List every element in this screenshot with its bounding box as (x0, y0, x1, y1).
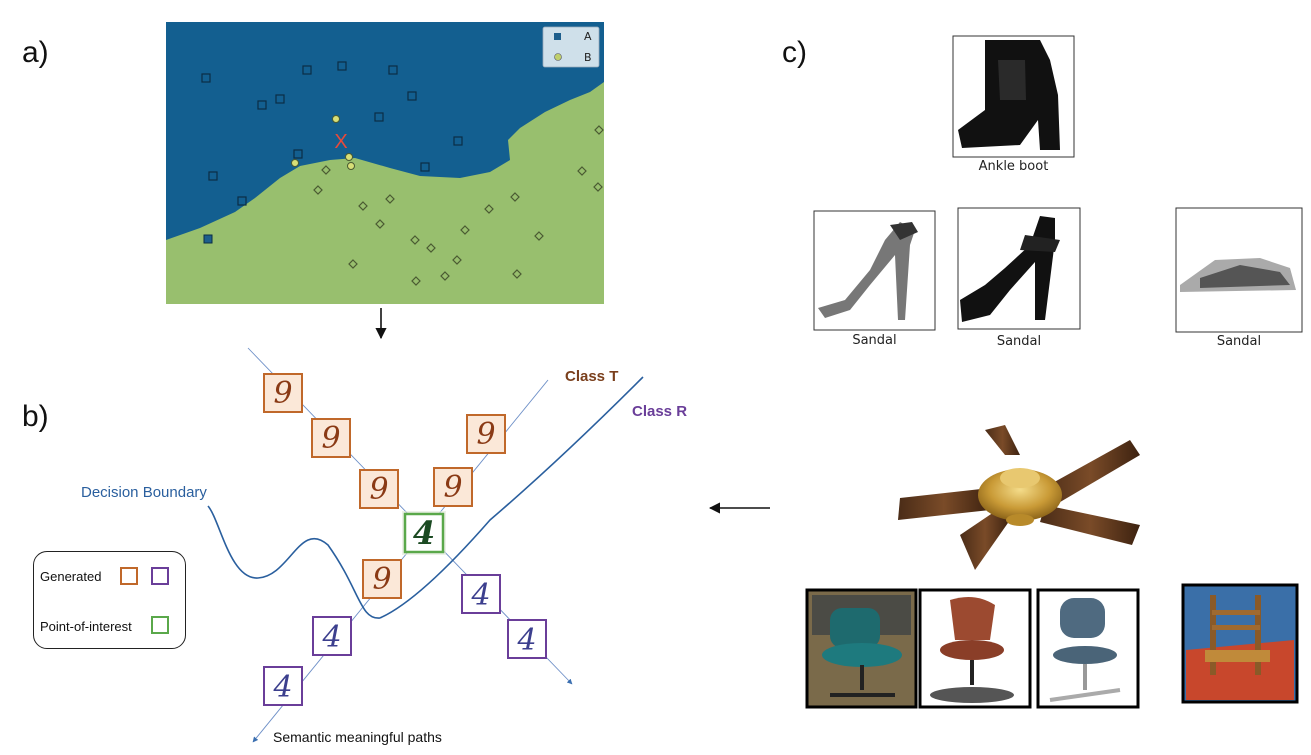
scatter-plot: X A B (166, 22, 604, 304)
generated-t-box: 9 (362, 559, 402, 599)
svg-text:9: 9 (273, 376, 292, 411)
svg-text:9: 9 (321, 421, 340, 456)
point-a (337, 61, 347, 71)
legend-generated-t-square (120, 567, 138, 585)
diagram-legend: Generated Point-of-interest (33, 551, 186, 649)
class-t-label: Class T (565, 368, 618, 385)
generated-r-box: 4 (461, 574, 501, 614)
sandal-image-2 (957, 207, 1081, 330)
sandal-label-3: Sandal (1216, 334, 1262, 349)
point-a (302, 65, 312, 75)
generated-t-box: 9 (311, 418, 351, 458)
semantic-paths-label: Semantic meaningful paths (273, 729, 442, 745)
legend-poi-square (151, 616, 169, 634)
legend-square-a (554, 33, 561, 40)
point-a (420, 162, 430, 172)
point-a (208, 171, 218, 181)
marker-x: X (334, 131, 347, 153)
legend-generated-label: Generated (40, 569, 102, 584)
class-a-points (201, 61, 463, 206)
legend-label-b: B (584, 51, 592, 64)
chair-image-4 (1181, 583, 1299, 704)
sandal-image-3 (1175, 207, 1303, 333)
generated-t-box: 9 (466, 414, 506, 454)
chair-image-3 (1036, 588, 1140, 709)
sandal-label-1: Sandal (852, 333, 897, 348)
legend-circle-b (554, 53, 562, 61)
point-a (275, 94, 285, 104)
class-r-label: Class R (632, 403, 687, 420)
point-a (407, 91, 417, 101)
panel-label-b: b) (22, 400, 49, 433)
generated-t-box: 9 (359, 469, 399, 509)
fashion-thumbnails (813, 35, 1303, 333)
ceiling-fan-image (898, 425, 1140, 570)
sandal-label-2: Sandal (996, 334, 1042, 349)
legend-generated-r-square (151, 567, 169, 585)
generated-t-box: 9 (263, 373, 303, 413)
generated-r-box: 4 (312, 616, 352, 656)
generated-r-box: 4 (263, 666, 303, 706)
ankle-boot-label: Ankle boot (978, 159, 1049, 174)
point-a-filled (203, 234, 213, 244)
chair-image-1 (805, 588, 918, 709)
decision-boundary-label: Decision Boundary (81, 484, 207, 501)
diagram-b: 9 9 9 9 9 9 4 4 4 4 4 Class T Class R De… (81, 347, 687, 745)
point-a (453, 136, 463, 146)
generated-r-box: 4 (507, 619, 547, 659)
point-a (374, 112, 384, 122)
generated-t-boxes: 9 9 9 9 9 9 (263, 373, 506, 599)
svg-text:9: 9 (372, 562, 391, 597)
svg-text:9: 9 (476, 417, 495, 452)
scatter-legend: A B (542, 26, 600, 68)
legend-label-a: A (584, 30, 592, 43)
svg-text:9: 9 (443, 470, 462, 505)
svg-text:4: 4 (470, 578, 490, 613)
generated-r-boxes: 4 4 4 4 (263, 574, 547, 706)
svg-text:4: 4 (272, 670, 292, 705)
svg-text:9: 9 (369, 472, 388, 507)
point-of-interest-box: 4 (402, 511, 446, 555)
class-b-points (313, 125, 604, 286)
chair-image-2 (918, 588, 1032, 709)
point-a (237, 196, 247, 206)
point-a (201, 73, 211, 83)
generated-t-box: 9 (433, 467, 473, 507)
svg-text:4: 4 (321, 620, 341, 655)
point-a (388, 65, 398, 75)
sandal-image-1 (813, 210, 936, 331)
panel-label-a: a) (22, 36, 49, 69)
point-a (293, 149, 303, 159)
legend-poi-label: Point-of-interest (40, 619, 132, 634)
decision-boundary-curve (207, 505, 381, 619)
ankle-boot-image (952, 35, 1075, 158)
point-a (257, 100, 267, 110)
class-b-filled-points (291, 115, 355, 170)
panel-label-c: c) (782, 36, 807, 69)
svg-text:4: 4 (516, 623, 536, 658)
svg-text:4: 4 (413, 514, 435, 552)
region-b (166, 82, 604, 304)
class-r-boundary-line (379, 376, 644, 619)
